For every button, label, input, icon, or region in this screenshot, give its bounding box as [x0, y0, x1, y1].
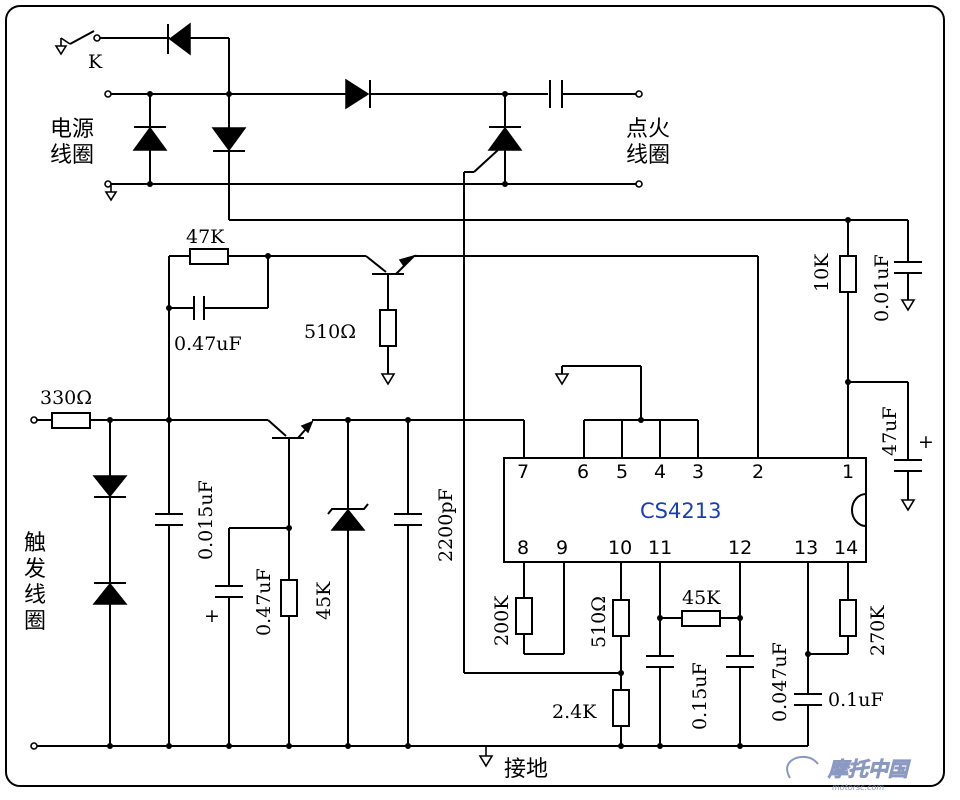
- pin-5: 5: [616, 461, 628, 483]
- label-c-2200pf: 2200pF: [435, 488, 457, 562]
- trigger-coil-label-1: 触: [24, 531, 46, 556]
- resistor-510-top: [379, 309, 397, 347]
- capacitor-top: [549, 80, 563, 108]
- ignition-coil-terminal-bottom: [635, 180, 643, 188]
- watermark: 摩托中国 motorsc.com: [786, 755, 911, 792]
- diode-trigger-upper: [92, 475, 128, 498]
- ignition-coil-label-2: 线圈: [626, 143, 670, 168]
- resistor-45k-left: [280, 579, 298, 617]
- capacitor-015uf: [646, 655, 674, 668]
- label-r-47k: 47K: [186, 226, 225, 248]
- scr-thyristor: [464, 126, 523, 184]
- trigger-coil-terminal-bottom: [30, 742, 38, 750]
- ground-icon: [554, 373, 570, 386]
- label-r-200k: 200K: [491, 595, 513, 646]
- diode-top-right: [345, 78, 371, 110]
- pin-13: 13: [794, 537, 818, 559]
- label-r-270k: 270K: [867, 605, 889, 656]
- resistor-45k-mid: [681, 610, 721, 627]
- resistor-330: [51, 412, 91, 429]
- label-c-001uf: 0.01uF: [871, 254, 893, 322]
- pin-2: 2: [752, 461, 764, 483]
- ic-name: CS4213: [640, 499, 721, 523]
- label-r-45k-left: 45K: [313, 581, 335, 620]
- power-coil-label-1: 电源: [50, 117, 94, 142]
- ground-icon: [478, 755, 494, 768]
- pin-6: 6: [577, 461, 589, 483]
- pin-8: 8: [517, 537, 529, 559]
- ignition-coil-terminal-top: [635, 90, 643, 98]
- label-c-015uf: 0.15uF: [689, 662, 711, 730]
- capacitor-047uf-feedback: [193, 296, 205, 320]
- transistor-pnp-top: [365, 254, 417, 310]
- resistor-200k: [515, 597, 533, 635]
- transistor-npn-trigger: [267, 419, 314, 580]
- power-coil-label-2: 线圈: [50, 143, 94, 168]
- diode-power-coil: [132, 126, 168, 151]
- label-r-330: 330Ω: [40, 387, 92, 409]
- pin-12: 12: [728, 537, 752, 559]
- capacitor-0047uf: [726, 655, 754, 668]
- capacitor-01uf: [794, 693, 822, 706]
- power-coil-terminal-bottom: [104, 180, 112, 188]
- label-c-0047uf: 0.047uF: [769, 642, 791, 722]
- capacitor-47uf: [894, 459, 922, 472]
- watermark-text: 摩托中国: [827, 757, 911, 781]
- resistor-510-ic: [612, 599, 630, 637]
- diagram-frame: [5, 5, 945, 787]
- ground-icon: [54, 45, 68, 56]
- label-47uf-plus: +: [918, 431, 934, 453]
- ignition-coil-label-1: 点火: [626, 117, 670, 142]
- ground-icon: [900, 299, 916, 312]
- pin-4: 4: [654, 461, 666, 483]
- diode-top-left: [167, 22, 230, 94]
- capacitor-001uf: [894, 261, 922, 274]
- pin-3: 3: [692, 461, 704, 483]
- label-c-047uf: 0.47uF: [174, 333, 242, 355]
- logo-icon: [786, 755, 819, 779]
- resistor-2-4k: [612, 689, 630, 727]
- pin-11: 11: [648, 537, 672, 559]
- label-c-047uf-b: 0.47uF: [253, 568, 275, 636]
- label-047uf-plus: +: [204, 605, 220, 627]
- label-r-45k-mid: 45K: [682, 587, 721, 609]
- trigger-coil-label-3: 线: [24, 583, 46, 608]
- trigger-coil-terminal-top: [30, 416, 38, 424]
- pin-10: 10: [608, 537, 632, 559]
- resistor-270k: [839, 599, 857, 637]
- capacitor-2200pf: [394, 513, 422, 526]
- switch-k: [54, 30, 170, 56]
- ic-notch: [851, 493, 867, 527]
- label-c-47uf: 47uF: [879, 406, 901, 456]
- ground-icon: [104, 191, 118, 202]
- pin-9: 9: [556, 537, 568, 559]
- ground-icon: [380, 373, 396, 386]
- capacitor-047uf-trigger: [215, 585, 243, 598]
- ground-label: 接地: [504, 757, 548, 782]
- watermark-url: motorsc.com: [832, 783, 884, 792]
- label-r-510-ic: 510Ω: [588, 596, 610, 648]
- resistor-47k: [189, 248, 229, 265]
- pin-14: 14: [834, 537, 858, 559]
- pin-7: 7: [517, 461, 529, 483]
- label-r-510-top: 510Ω: [304, 321, 356, 343]
- diode-rectifier: [211, 127, 247, 152]
- power-coil-terminal-top: [104, 90, 112, 98]
- trigger-coil-label-2: 发: [24, 557, 46, 582]
- ic-cs4213: [503, 457, 867, 563]
- trigger-coil-label-4: 圈: [24, 609, 46, 634]
- diode-trigger-lower: [92, 582, 128, 605]
- label-r-10k: 10K: [811, 253, 833, 292]
- switch-label: K: [88, 51, 103, 73]
- label-c-01uf: 0.1uF: [828, 689, 884, 711]
- resistor-10k: [839, 255, 857, 293]
- label-r-24k: 2.4K: [552, 701, 597, 723]
- capacitor-0015uf: [155, 513, 183, 526]
- pin-1: 1: [842, 461, 854, 483]
- ground-icon: [900, 499, 916, 512]
- label-c-0015uf: 0.015uF: [195, 480, 217, 560]
